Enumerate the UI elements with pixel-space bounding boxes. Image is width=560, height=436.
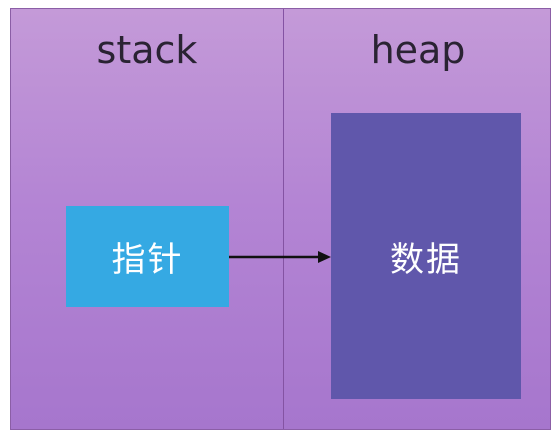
stack-header: stack bbox=[96, 28, 198, 72]
stack-heap-divider bbox=[283, 9, 284, 429]
heap-header: heap bbox=[370, 28, 466, 72]
pointer-box: 指针 bbox=[66, 206, 229, 307]
data-box: 数据 bbox=[331, 113, 521, 399]
arrowhead bbox=[318, 251, 331, 263]
data-label: 数据 bbox=[390, 239, 462, 280]
memory-diagram: stack heap 指针 数据 bbox=[10, 8, 551, 430]
pointer-label: 指针 bbox=[111, 240, 184, 280]
